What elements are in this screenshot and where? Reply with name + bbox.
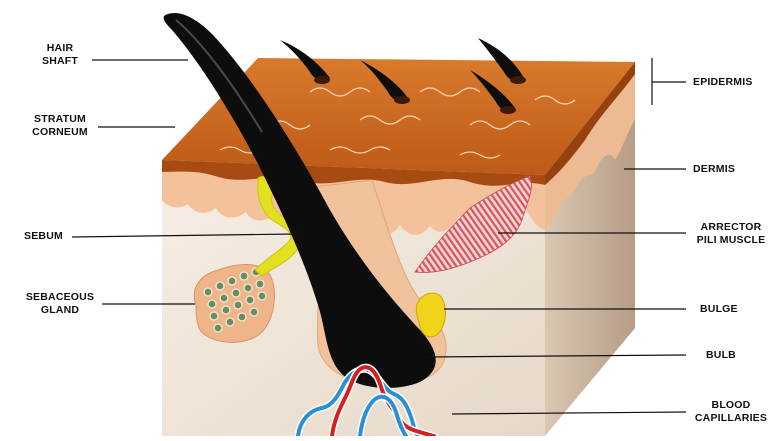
label-sebaceous-gland: SEBACEOUS GLAND [18,291,102,317]
label-blood-capillaries: BLOOD CAPILLARIES [690,399,772,425]
label-hair-shaft: HAIR SHAFT [28,42,92,68]
label-sebum: SEBUM [24,230,63,243]
label-bulb: BULB [706,349,736,362]
label-epidermis: EPIDERMIS [693,76,753,89]
label-bulge: BULGE [700,303,738,316]
label-dermis: DERMIS [693,163,735,176]
label-arrector-pili-muscle: ARRECTOR PILI MUSCLE [690,221,772,247]
label-stratum-corneum: STRATUM CORNEUM [22,113,98,139]
